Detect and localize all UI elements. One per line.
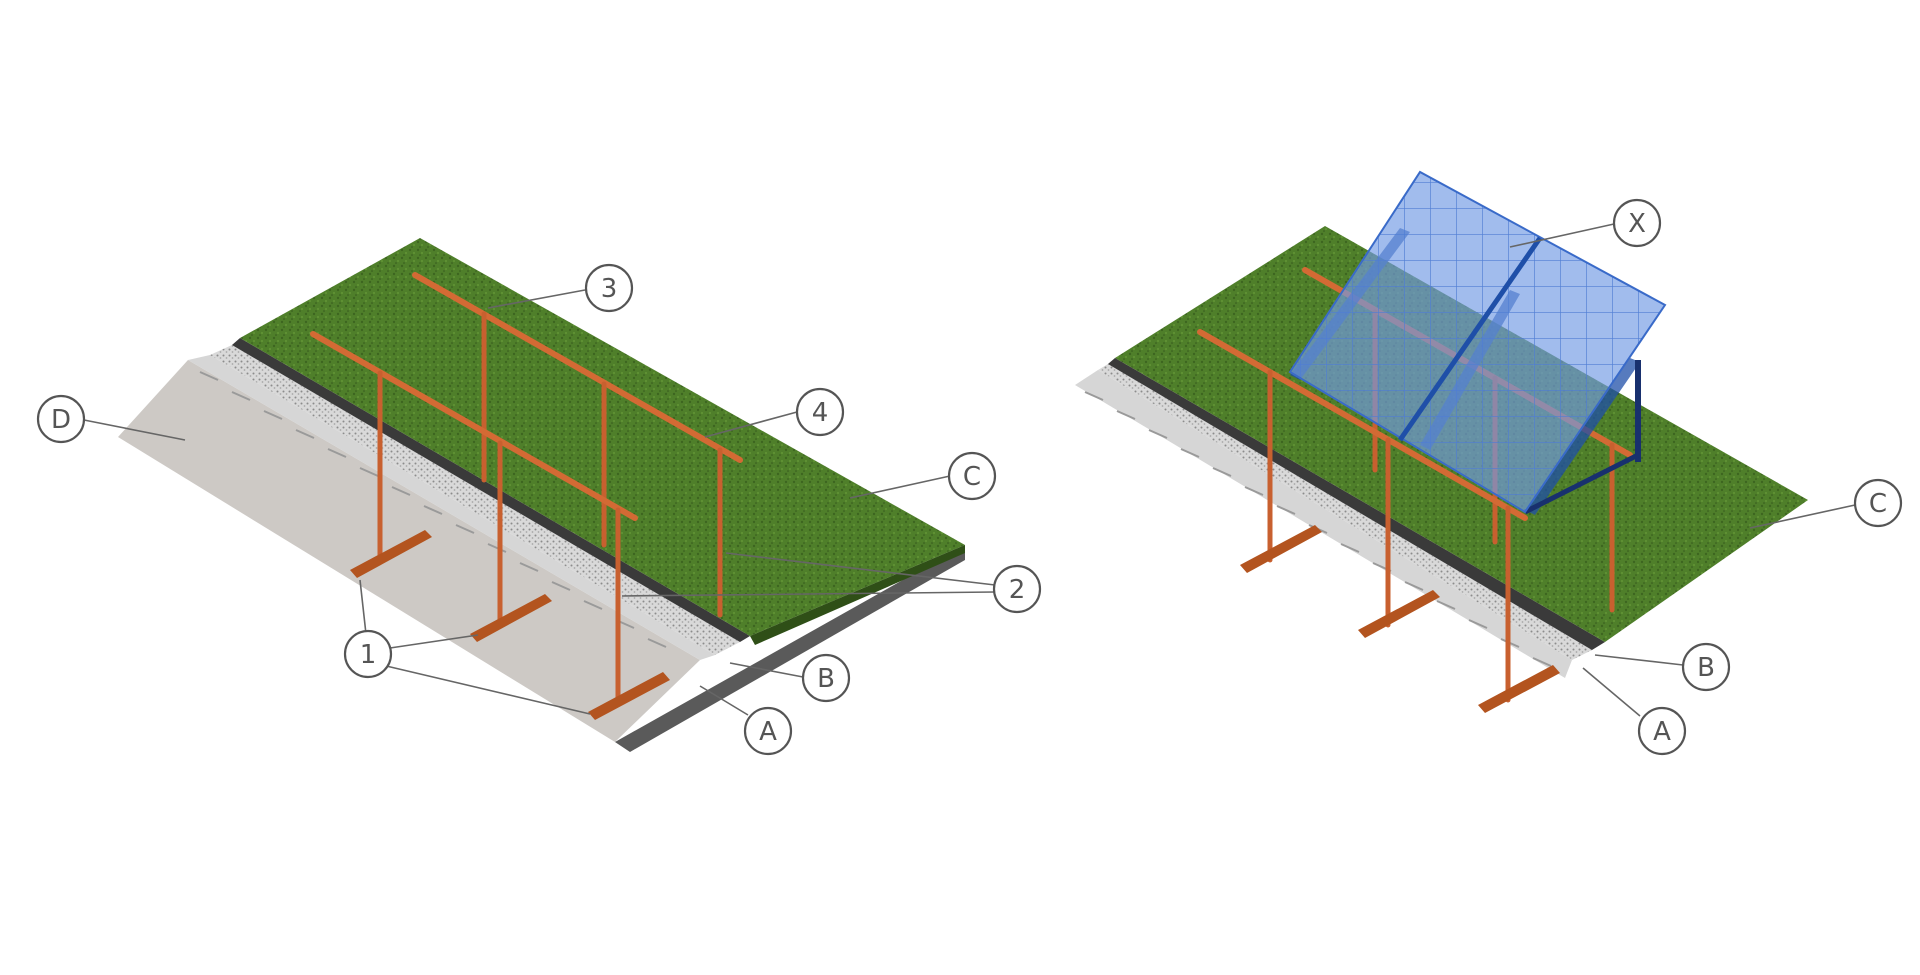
callout-B-right-label: B <box>1697 653 1715 683</box>
panel-divider <box>1397 236 1543 442</box>
leader-X <box>1509 223 1615 248</box>
front-frame-right <box>1197 329 1560 713</box>
callout-3: 3 <box>584 263 634 313</box>
ballast-foot-3 <box>588 672 670 720</box>
left-diagram: D 3 4 C 2 1 B A <box>36 238 1042 756</box>
ballast-foot-1 <box>350 530 432 578</box>
leader-B-right <box>1594 654 1684 666</box>
front-rail-right <box>1197 329 1528 521</box>
leader-C-right <box>1749 504 1856 529</box>
leader-2b <box>621 591 996 597</box>
right-diagram: X C B A <box>1075 170 1903 756</box>
panel-rear-brace <box>1523 452 1640 515</box>
callout-A-label: A <box>759 717 777 747</box>
front-rail <box>310 331 638 521</box>
callout-2: 2 <box>992 564 1042 614</box>
ballast-foot-right-1 <box>1240 525 1322 573</box>
leader-A <box>699 685 749 716</box>
callout-1: 1 <box>343 629 393 679</box>
gravel-layer <box>210 345 740 655</box>
green-roof-edge <box>750 545 965 645</box>
solar-panel-assembly <box>1288 170 1667 515</box>
callout-A-right-label: A <box>1653 717 1671 747</box>
leader-1c <box>381 664 591 715</box>
callout-C-label: C <box>963 462 981 492</box>
callout-X-label: X <box>1628 209 1646 239</box>
callout-D-label: D <box>51 405 71 435</box>
solar-panel <box>1288 170 1667 514</box>
ballast-foot-right-2 <box>1358 590 1440 638</box>
callout-C-right: C <box>1853 478 1903 528</box>
callout-B-right: B <box>1681 642 1731 692</box>
leader-4 <box>704 411 798 438</box>
corrugated-deck-right <box>1075 370 1572 678</box>
callout-A: A <box>743 706 793 756</box>
callout-3-label: 3 <box>601 274 618 304</box>
back-rail <box>412 272 743 463</box>
back-frame <box>412 272 743 618</box>
deck-ridges <box>199 371 667 648</box>
callout-D: D <box>36 394 86 444</box>
leader-D <box>83 419 186 441</box>
corrugated-deck <box>188 355 715 660</box>
callout-C: C <box>947 451 997 501</box>
concrete-slab <box>118 360 700 742</box>
deck-ridges-right <box>1084 391 1552 667</box>
callout-1-label: 1 <box>360 640 377 670</box>
leader-A-right <box>1582 667 1641 717</box>
callout-X: X <box>1612 198 1662 248</box>
membrane-layer-right <box>1108 358 1605 650</box>
callout-2-label: 2 <box>1009 575 1026 605</box>
solar-panel-tint <box>1290 172 1665 512</box>
roof-edge <box>615 545 965 752</box>
leader-B <box>729 662 804 678</box>
leader-C <box>849 475 951 499</box>
front-frame <box>310 331 670 720</box>
callout-4: 4 <box>795 387 845 437</box>
callout-C-right-label: C <box>1869 489 1887 519</box>
gravel-layer-right <box>1098 364 1592 660</box>
leader-3 <box>487 289 586 309</box>
leader-1b <box>389 634 479 649</box>
callout-B-label: B <box>817 664 835 694</box>
leader-2a <box>725 552 996 586</box>
ballast-foot-right-3 <box>1478 665 1560 713</box>
callout-4-label: 4 <box>812 398 829 428</box>
ballast-foot-2 <box>470 594 552 642</box>
panel-support-3 <box>1525 358 1640 515</box>
callout-B: B <box>801 653 851 703</box>
callout-A-right: A <box>1637 706 1687 756</box>
